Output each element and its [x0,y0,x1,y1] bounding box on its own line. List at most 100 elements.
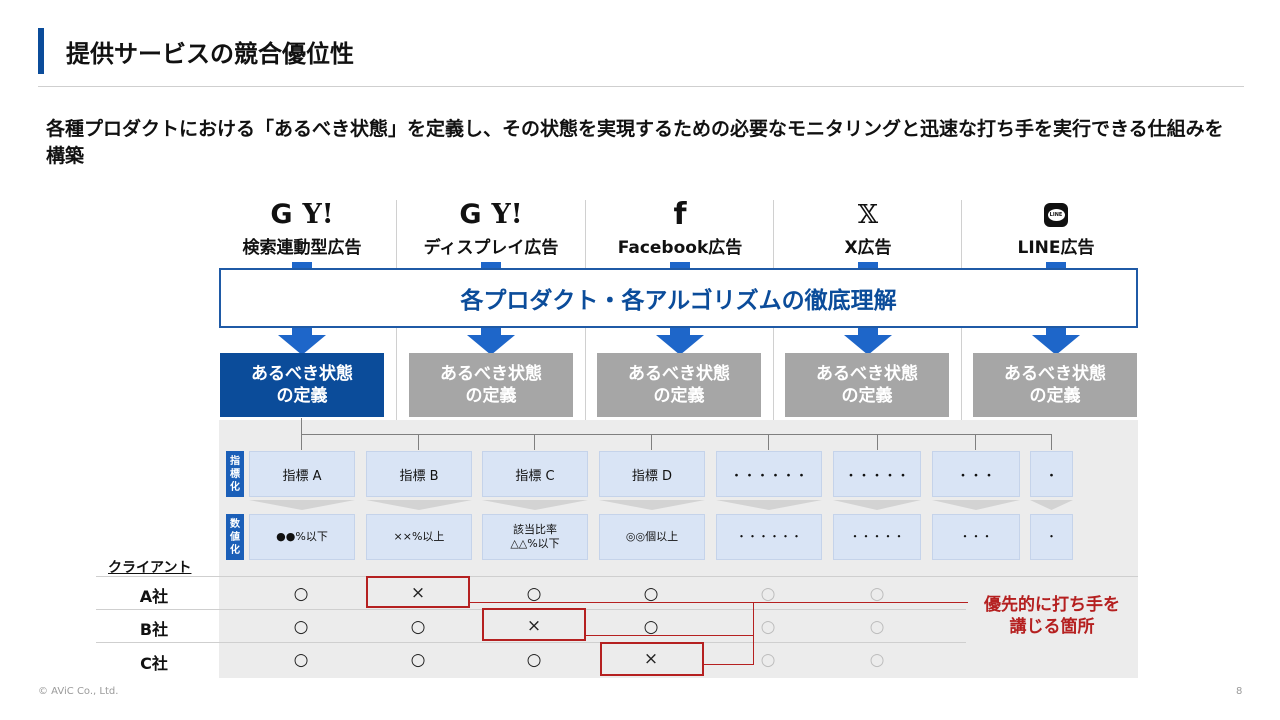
arrow-stem [858,262,878,270]
row-separator [96,576,1138,577]
value-box: 該当比率△△%以下 [482,514,588,560]
status-mark: ○ [760,617,776,637]
arrow-stem [1046,262,1066,270]
x-logo-icon: 𝕏 [857,200,879,230]
connector-line [704,664,754,665]
row-separator [96,642,966,643]
status-mark: × [410,583,426,603]
status-mark: ○ [293,650,309,670]
page-number: 8 [1236,686,1243,697]
definition-box: あるべき状態の定義 [409,353,573,417]
channel-search: G Y! 検索連動型広告 [212,199,392,259]
status-mark: ○ [760,650,776,670]
highlight-box [600,642,704,676]
tree-connector [301,434,302,450]
down-arrow-icon [1032,335,1080,355]
connector-line [586,635,754,636]
channel-label: 検索連動型広告 [242,238,362,258]
value-box: ・・・・・ [833,514,921,560]
down-arrow-icon [467,335,515,355]
value-box: ××%以上 [366,514,472,560]
x-logo: 𝕏 [778,200,958,230]
channel-label: Facebook広告 [617,238,743,258]
channel-label: X広告 [844,238,892,258]
status-mark: ○ [643,584,659,604]
channel-facebook: f Facebook広告 [590,200,770,259]
chevron-down-icon [482,500,588,510]
tree-connector [877,434,878,450]
down-arrow-icon [278,335,326,355]
status-mark: ○ [869,617,885,637]
status-mark: ○ [410,617,426,637]
chevron-down-icon [1030,500,1073,510]
tree-connector [301,434,1051,435]
value-box: ・・・ [932,514,1020,560]
arrow-stem [858,328,878,336]
arrow-stem [670,328,690,336]
connector-line [753,602,754,665]
metric-box: 指標 D [599,451,705,497]
page-title: 提供サービスの競合優位性 [66,40,354,68]
metric-box: ・・・ [932,451,1020,497]
arrow-stem [481,328,501,336]
lead-text: 各種プロダクトにおける「あるべき状態」を定義し、その状態を実現するための必要なモ… [46,118,1224,167]
status-mark: ○ [869,584,885,604]
tree-connector [534,434,535,450]
metrics-tag: 指標化 [226,451,244,497]
arrow-stem [292,262,312,270]
channel-line: LINE LINE広告 [966,200,1146,258]
value-box: ●●%以下 [249,514,355,560]
tree-connector [651,434,652,450]
metric-box: 指標 B [366,451,472,497]
definition-box-active: あるべき状態の定義 [220,353,384,417]
client-name: A社 [139,587,169,606]
tree-connector [418,434,419,450]
tree-connector [301,418,302,435]
status-mark: × [643,649,659,669]
facebook-logo-icon: f [673,197,687,232]
client-name: B社 [139,620,169,639]
connector-line [470,602,754,603]
title-accent-bar [38,28,44,74]
status-mark: × [526,616,542,636]
chevron-down-icon [932,500,1020,510]
line-logo-icon: LINE [1044,203,1068,227]
value-box: ・ [1030,514,1073,560]
value-box: ◎◎個以上 [599,514,705,560]
chevron-down-icon [249,500,355,510]
status-mark: ○ [526,584,542,604]
metric-box: ・ [1030,451,1073,497]
title-divider [38,86,1244,87]
metric-box: ・・・・・・ [716,451,822,497]
channel-label: ディスプレイ広告 [423,238,559,258]
yahoo-logo-icon: Y! [491,199,523,230]
chevron-down-icon [599,500,705,510]
google-yahoo-logo: G Y! [401,200,581,230]
definition-box: あるべき状態の定義 [785,353,949,417]
copyright: © AViC Co., Ltd. [38,686,119,697]
channel-x: 𝕏 X広告 [778,200,958,258]
definition-box: あるべき状態の定義 [973,353,1137,417]
tree-connector [1051,434,1052,450]
chevron-down-icon [366,500,472,510]
definition-box: あるべき状態の定義 [597,353,761,417]
line-logo: LINE [966,200,1146,230]
priority-callout: 優先的に打ち手を講じる箇所 [984,595,1120,637]
highlight-box [482,608,586,641]
google-logo-icon: G [459,199,482,230]
metric-box: 指標 C [482,451,588,497]
status-mark: ○ [293,617,309,637]
status-mark: ○ [869,650,885,670]
arrow-stem [292,328,312,336]
metric-box: ・・・・・ [833,451,921,497]
facebook-logo: f [590,200,770,230]
channel-label: LINE広告 [1017,238,1095,258]
highlight-box [366,576,470,608]
down-arrow-icon [844,335,892,355]
arrow-stem [481,262,501,270]
google-logo-icon: G [270,199,293,230]
status-mark: ○ [760,584,776,604]
status-mark: ○ [526,650,542,670]
metric-box: 指標 A [249,451,355,497]
values-tag: 数値化 [226,514,244,560]
